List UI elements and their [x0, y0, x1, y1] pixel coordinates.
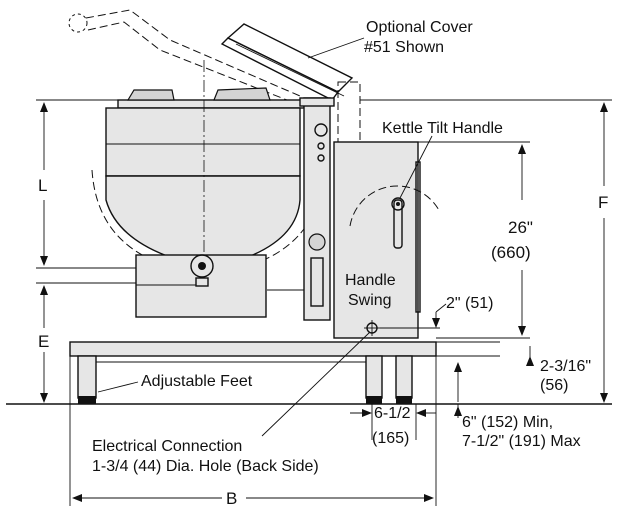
optional-cover-number: #51 Shown: [364, 39, 444, 56]
dim-2-label: 2" (51): [446, 295, 493, 312]
electrical-connection-label: Electrical Connection: [92, 438, 242, 455]
dim-B: [69, 356, 437, 506]
optional-cover: [68, 9, 361, 153]
dim-6-1-2-mm-label: (165): [372, 430, 409, 447]
dim-B-label: B: [226, 489, 237, 508]
leader-adjustable-feet: [97, 381, 139, 393]
dim-L: [36, 99, 136, 269]
electrical-hole-label: 1-3/4 (44) Dia. Hole (Back Side): [92, 458, 319, 475]
dim-2-3-16-label: 2-3/16": [540, 358, 591, 375]
adjustable-feet-label: Adjustable Feet: [141, 373, 253, 390]
leader-electrical: [261, 331, 371, 437]
dim-6-1-2: [350, 404, 436, 440]
dim-E: [36, 282, 136, 403]
support-column: [267, 97, 335, 321]
dim-2-3-16-mm-label: (56): [540, 377, 568, 394]
dim-F-label: F: [598, 193, 608, 212]
dim-2-3-16: [436, 341, 534, 366]
base-stand: [69, 341, 437, 404]
handle-swing-label-2: Swing: [348, 292, 392, 309]
dim-L-label: L: [38, 176, 47, 195]
handle-swing-label-1: Handle: [345, 272, 396, 289]
dim-26-label: 26": [508, 218, 533, 237]
tilt-handle-icon: [391, 197, 405, 249]
dim-F: [360, 99, 612, 403]
leader-optional-cover: [307, 37, 365, 59]
dim-6-1-2-label: 6-1/2: [374, 405, 411, 422]
dim-2: [380, 303, 447, 329]
dim-6-min: [454, 362, 462, 418]
kettle-tilt-handle-label: Kettle Tilt Handle: [382, 120, 503, 137]
control-housing: [333, 141, 441, 339]
leader-kettle-tilt: [399, 135, 433, 199]
kettle-body: [91, 60, 325, 318]
dim-7-max-label: 7-1/2" (191) Max: [462, 433, 581, 450]
optional-cover-label: Optional Cover: [366, 19, 473, 36]
dim-6-min-label: 6" (152) Min,: [462, 414, 553, 431]
dim-26: [418, 141, 530, 339]
dim-26-mm-label: (660): [491, 243, 531, 262]
dim-E-label: E: [38, 332, 49, 351]
